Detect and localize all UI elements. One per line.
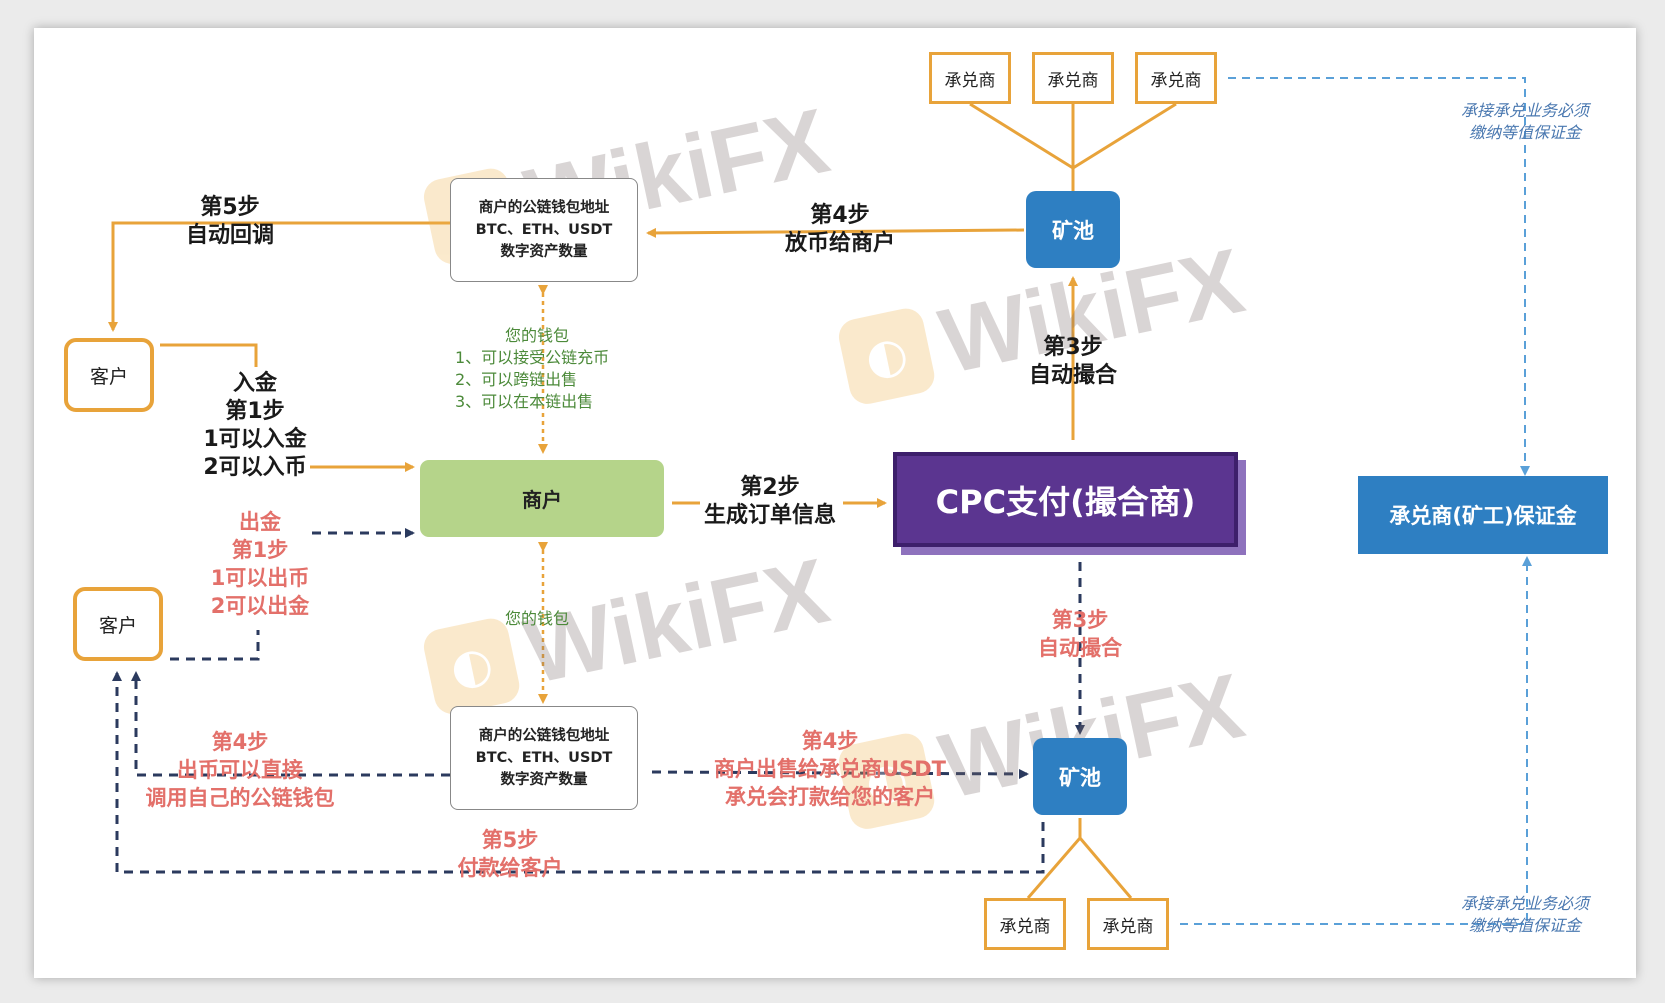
label-step4-top: 第4步 放币给商户 [775, 202, 905, 258]
label-line: 出金 [239, 510, 281, 534]
label-step1-out: 出金 第1步 1可以出币 2可以出金 [195, 508, 325, 620]
label-line: 付款给客户 [457, 856, 563, 880]
label-line: 商户出售给承兑商USDT [714, 757, 946, 781]
arrow-step4-right [651, 768, 1029, 779]
note-line: 您的钱包 [505, 326, 570, 345]
label-step2: 第2步 生成订单信息 [695, 474, 845, 530]
wallet-line: BTC、ETH、USDT [475, 750, 613, 766]
line-client-withdraw [170, 630, 260, 661]
label-step4-left: 第4步 出币可以直接 调用自己的公链钱包 [130, 728, 350, 812]
acceptor-box: 承兑商 [984, 898, 1066, 950]
guarantee-deposit-box: 承兑商(矿工)保证金 [1358, 476, 1608, 554]
client-box-top: 客户 [64, 338, 154, 412]
label-line: 第4步 [211, 730, 269, 754]
note-line: 1、可以接受公链充币 [455, 348, 610, 367]
label-line: 第3步 [1043, 335, 1103, 360]
label-line: 第5步 [200, 195, 260, 220]
line-guarantee-top [1228, 77, 1530, 476]
label-line: 第3步 [1051, 608, 1109, 632]
client-box-bottom: 客户 [73, 587, 163, 661]
label-line: 出币可以直接 [177, 758, 303, 782]
wallet-line: 商户的公链钱包地址 [478, 728, 610, 744]
label-line: 第4步 [801, 729, 859, 753]
label-line: 2可以入币 [203, 455, 307, 480]
label-line: 第2步 [740, 475, 800, 500]
note-line: 承接承兑业务必须 [1460, 101, 1589, 120]
label-line: 放币给商户 [784, 231, 895, 256]
guarantee-note-bottom: 承接承兑业务必须 缴纳等值保证金 [1440, 893, 1610, 937]
arrow-step4-left [131, 671, 450, 777]
label-step5-top: 第5步 自动回调 [170, 194, 290, 250]
label-line: 自动回调 [185, 223, 274, 248]
wallet-note-bottom: 您的钱包 [505, 609, 570, 628]
wallet-line: BTC、ETH、USDT [475, 222, 613, 238]
miner-pool-bottom: 矿池 [1033, 738, 1127, 815]
merchant-box: 商户 [420, 460, 664, 537]
note-line: 承接承兑业务必须 [1460, 894, 1589, 913]
acceptor-box: 承兑商 [1087, 898, 1169, 950]
wallet-line: 数字资产数量 [500, 244, 588, 260]
label-line: 第1步 [231, 538, 289, 562]
label-line: 第5步 [481, 828, 539, 852]
label-line: 自动撮合 [1038, 636, 1122, 660]
cpc-matcher-box: CPC支付(撮合商) [893, 452, 1238, 547]
label-line: 生成订单信息 [703, 503, 836, 528]
acceptor-box: 承兑商 [1032, 52, 1114, 104]
top-acceptor-links [969, 102, 1177, 192]
wallet-line: 商户的公链钱包地址 [478, 200, 610, 216]
acceptor-box: 承兑商 [1135, 52, 1217, 104]
label-step3-bottom: 第3步 自动撮合 [1020, 606, 1140, 662]
arrow-step5-top [108, 221, 450, 332]
label-step1-in: 入金 第1步 1可以入金 2可以入币 [190, 370, 320, 482]
note-line: 3、可以在本链出售 [455, 392, 594, 411]
label-line: 调用自己的公链钱包 [145, 786, 335, 810]
line-guarantee-bottom [1180, 556, 1532, 925]
label-step5-bottom: 第5步 付款给客户 [440, 826, 580, 882]
label-line: 第1步 [225, 399, 285, 424]
wallet-note-top: 您的钱包 1、可以接受公链充币 2、可以跨链出售 3、可以在本链出售 [455, 325, 655, 413]
acceptor-box: 承兑商 [929, 52, 1011, 104]
note-line: 2、可以跨链出售 [455, 370, 578, 389]
note-line: 缴纳等值保证金 [1468, 123, 1581, 142]
label-step4-right: 第4步 商户出售给承兑商USDT 承兑会打款给您的客户 [700, 727, 960, 811]
bottom-acceptor-links [1026, 818, 1133, 899]
label-line: 1可以入金 [203, 427, 307, 452]
label-line: 1可以出币 [210, 566, 310, 590]
wallet-box-bottom: 商户的公链钱包地址 BTC、ETH、USDT 数字资产数量 [450, 706, 638, 810]
label-line: 入金 [232, 371, 277, 396]
guarantee-note-top: 承接承兑业务必须 缴纳等值保证金 [1440, 100, 1610, 144]
wallet-box-top: 商户的公链钱包地址 BTC、ETH、USDT 数字资产数量 [450, 178, 638, 282]
miner-pool-top: 矿池 [1026, 191, 1120, 268]
label-line: 承兑会打款给您的客户 [725, 785, 935, 809]
arrow-step4-top [646, 227, 1025, 238]
arrow-step5-bottom [112, 671, 1045, 874]
label-line: 自动撮合 [1028, 363, 1117, 388]
label-step3-top: 第3步 自动撮合 [1013, 334, 1133, 390]
note-line: 缴纳等值保证金 [1468, 916, 1581, 935]
line-client-deposit [160, 343, 258, 367]
label-line: 2可以出金 [210, 594, 310, 618]
wallet-line: 数字资产数量 [500, 772, 588, 788]
label-line: 第4步 [810, 203, 870, 228]
